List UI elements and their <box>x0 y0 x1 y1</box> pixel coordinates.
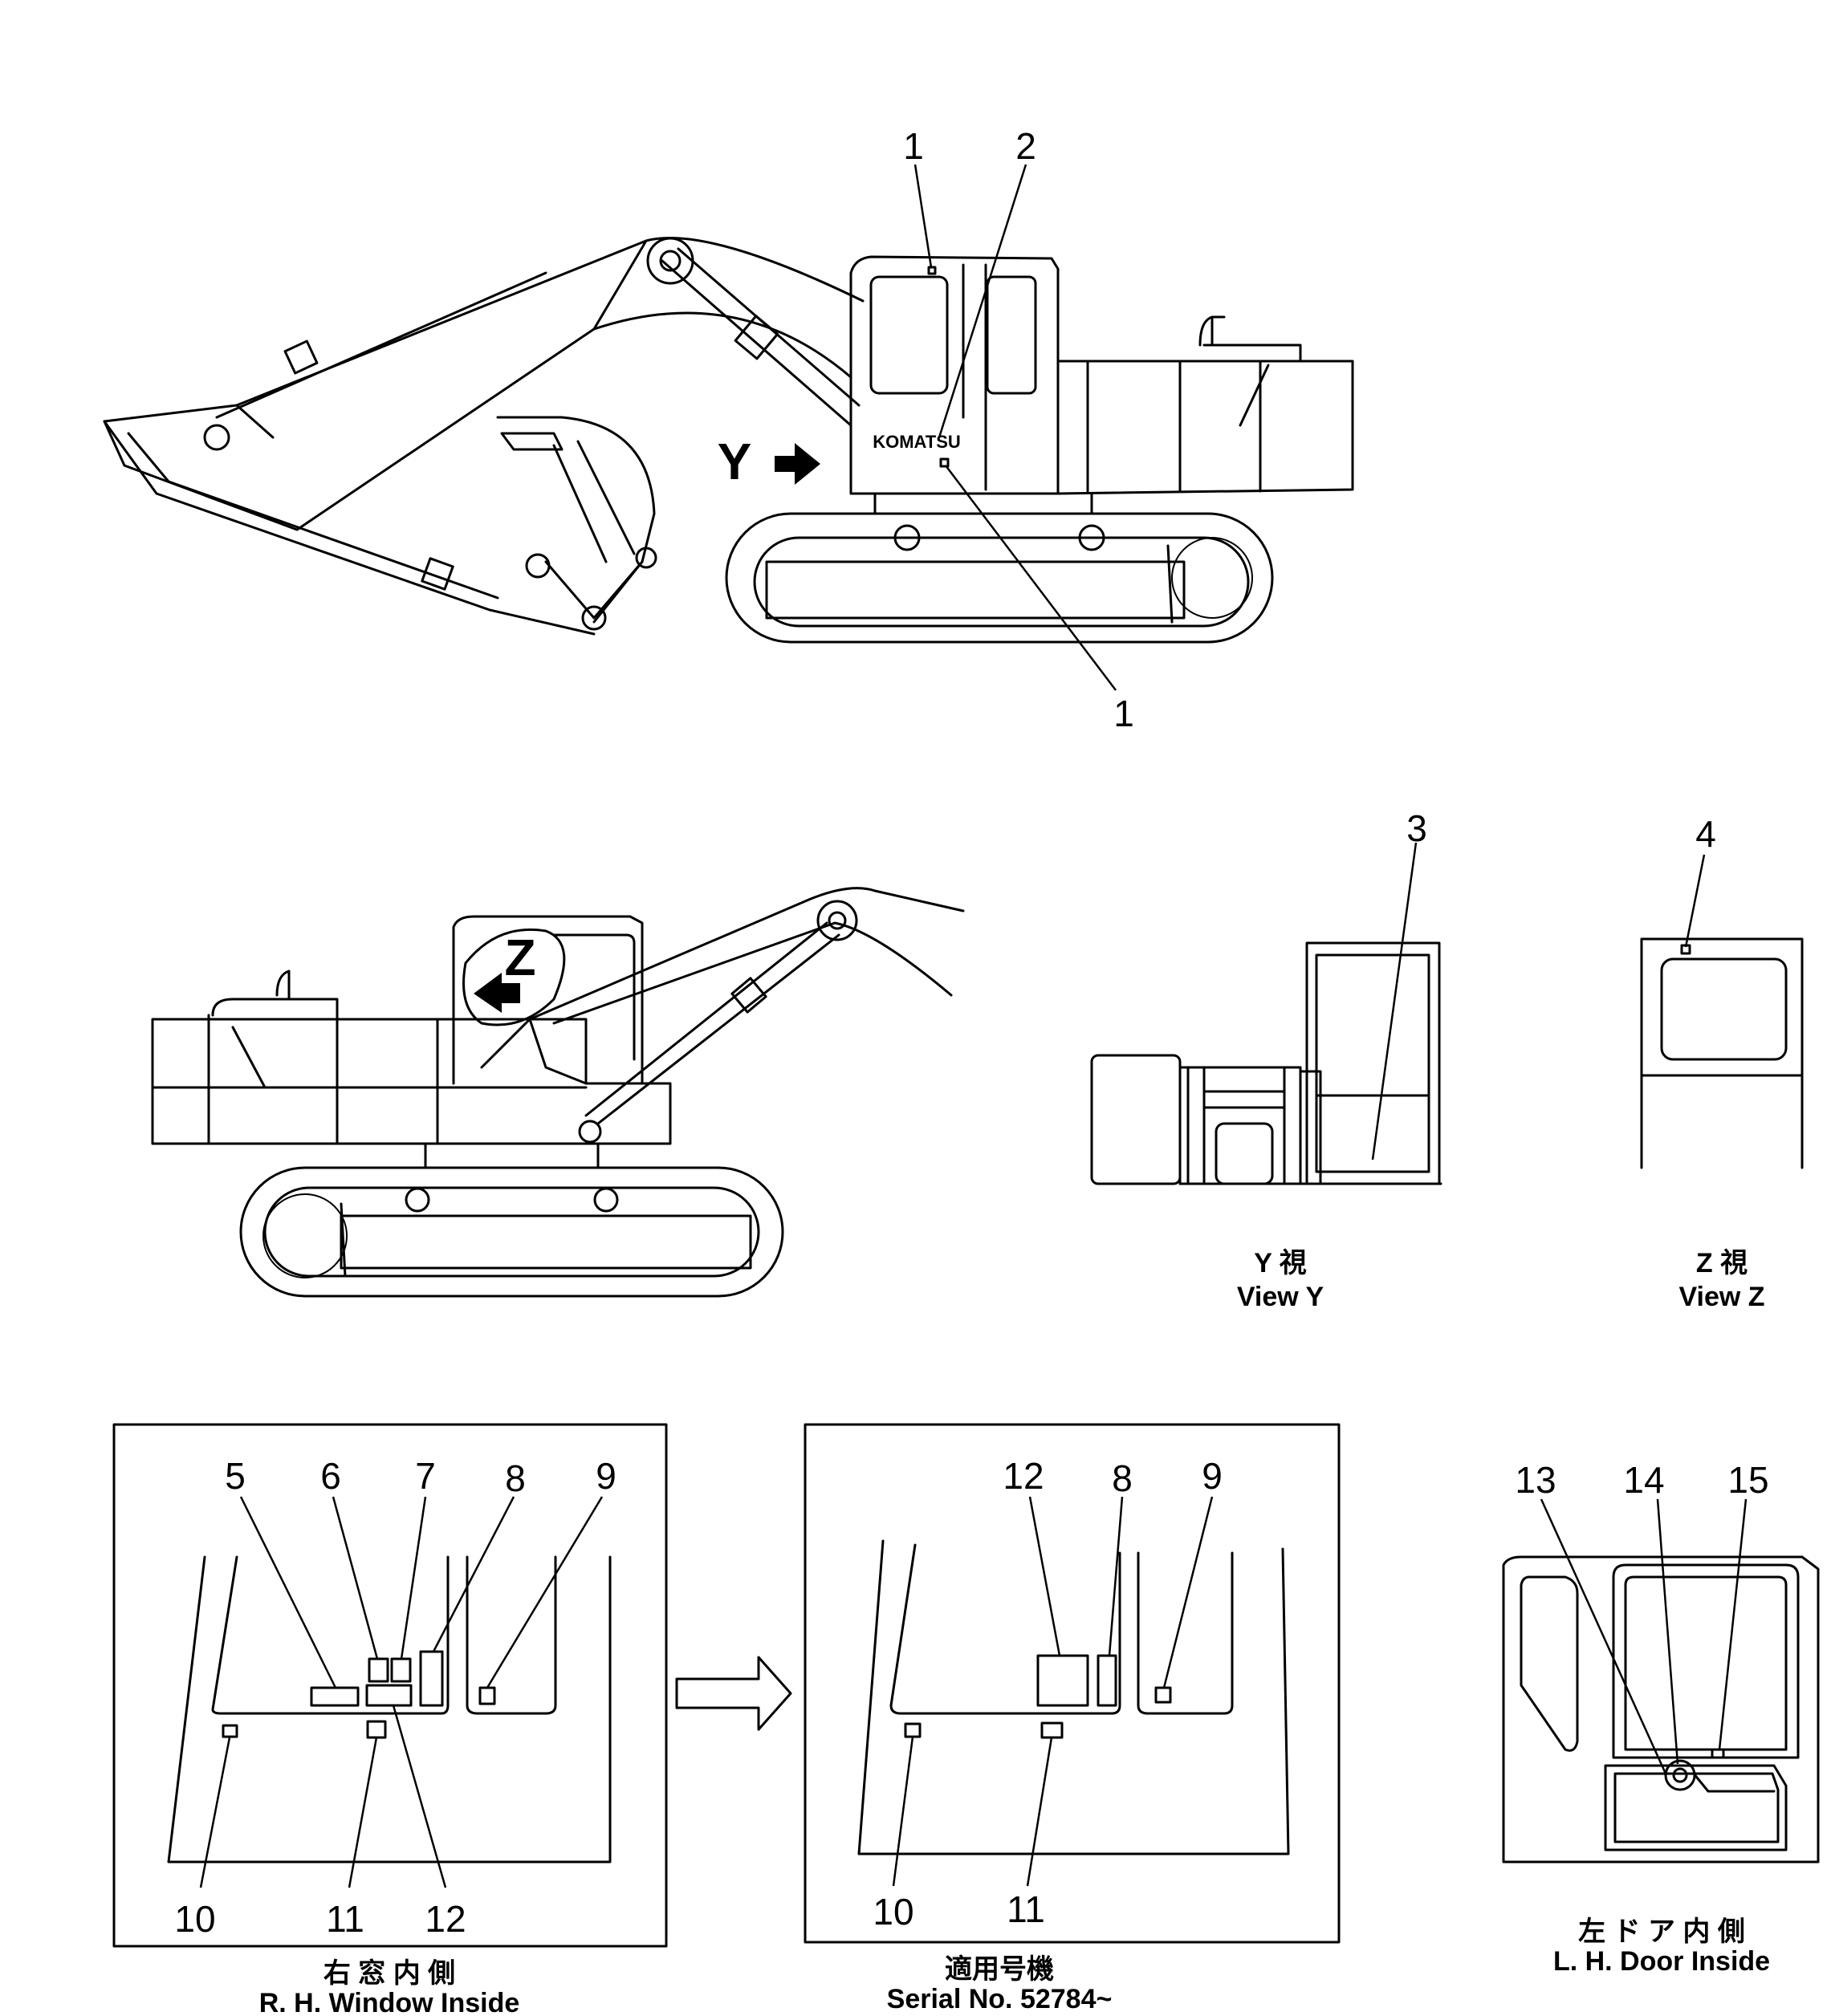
callout-1-bottom: 1 <box>1113 693 1134 734</box>
callout-5: 5 <box>225 1455 246 1497</box>
serial-callout-8: 8 <box>1112 1457 1133 1499</box>
callout-2: 2 <box>1015 125 1036 167</box>
caption-serial-jp: 適用号機 <box>945 1954 1054 1985</box>
serial-callout-10: 10 <box>873 1891 913 1933</box>
callout-8: 8 <box>505 1457 526 1499</box>
view-z-marker: Z <box>504 929 535 986</box>
view-y-marker: Y <box>718 433 752 490</box>
caption-view-y-jp: Y 視 <box>1254 1248 1307 1278</box>
callout-3: 3 <box>1406 807 1427 849</box>
callout-1-top: 1 <box>903 125 924 167</box>
caption-lh-door-en: L. H. Door Inside <box>1553 1946 1770 1977</box>
caption-view-y-en: View Y <box>1237 1282 1324 1312</box>
callout-15: 15 <box>1727 1459 1768 1501</box>
arrow-left-icon <box>474 973 520 1013</box>
lh-door-inside-panel: 13 14 15 左 ド ア 内 側 L. H. Door Inside <box>1502 1459 1820 1977</box>
callout-11: 11 <box>326 1898 364 1940</box>
serial-callout-11: 11 <box>1007 1888 1045 1930</box>
callout-14: 14 <box>1623 1459 1664 1501</box>
decal-marker-1-lower <box>939 457 950 468</box>
serial-callout-9: 9 <box>1202 1455 1223 1497</box>
caption-lh-door-jp: 左 ド ア 内 側 <box>1578 1916 1745 1947</box>
caption-rh-window-jp: 右 窓 内 側 <box>323 1958 455 1989</box>
view-z-diagram: 4 Z 視 View Z <box>1640 813 1804 1312</box>
caption-serial-en: Serial No. 52784~ <box>887 1984 1113 2014</box>
rh-window-inside-panel: 5 6 7 8 9 10 11 12 右 窓 内 側 R. H. Window … <box>112 1423 668 2016</box>
brand-label: KOMATSU <box>873 432 961 452</box>
serial-callout-12: 12 <box>1003 1455 1044 1497</box>
callout-10: 10 <box>174 1898 215 1940</box>
callout-6: 6 <box>320 1455 341 1497</box>
callout-4: 4 <box>1695 813 1716 855</box>
excavator-rear-side-view: Z <box>151 887 965 1298</box>
view-y-diagram: 3 Y 視 View Y <box>1090 807 1442 1312</box>
arrow-right-icon <box>775 443 820 485</box>
callout-7: 7 <box>415 1455 436 1497</box>
arrow-right-outline-icon <box>675 1656 792 1731</box>
callout-12: 12 <box>425 1898 466 1940</box>
callout-9: 9 <box>596 1455 616 1497</box>
caption-view-z-en: View Z <box>1678 1282 1764 1312</box>
caption-rh-window-en: R. H. Window Inside <box>259 1988 520 2016</box>
decal-marker-1-upper <box>927 266 937 275</box>
serial-number-panel: 12 8 9 10 11 適用号機 Serial No. 52784~ <box>804 1423 1341 2014</box>
caption-view-z-jp: Z 視 <box>1696 1248 1748 1278</box>
decal-marker-15 <box>1711 1748 1725 1759</box>
callout-13: 13 <box>1515 1459 1556 1501</box>
excavator-side-view: KOMATSU Y 1 2 1 <box>103 125 1354 734</box>
